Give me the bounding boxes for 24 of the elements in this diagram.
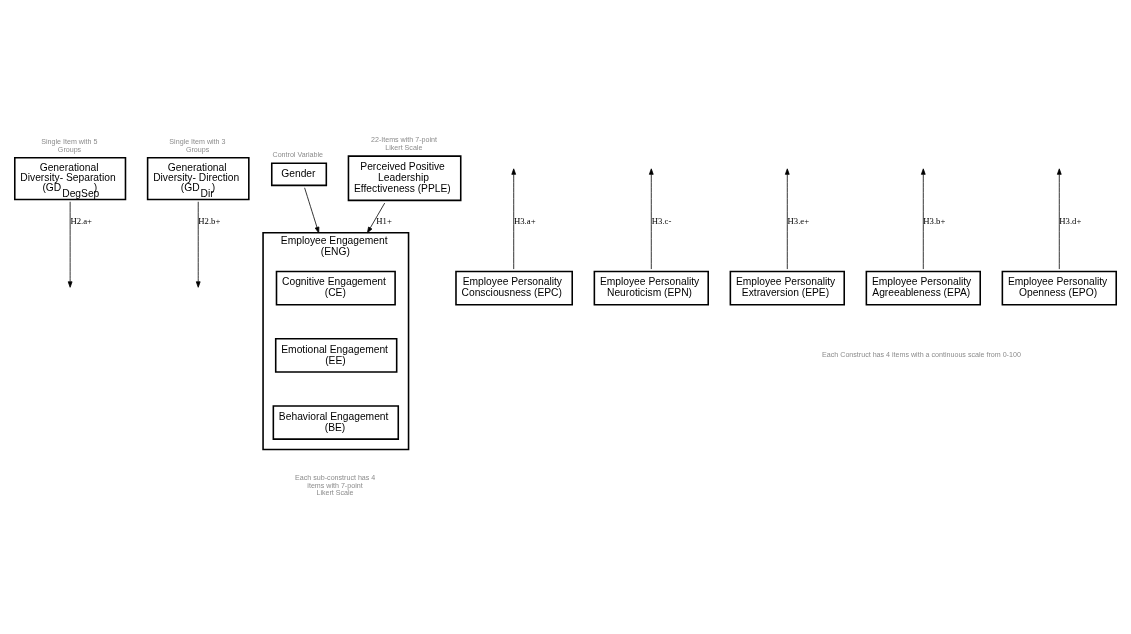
- node-box: Emotional Engagement (EE): [274, 337, 398, 373]
- node-box: Perceived Positive Leadership Effectiveness (PPLE): [347, 155, 462, 202]
- node-box: Employee Personality Neuroticism (EPN): [593, 270, 709, 306]
- node-box: Employee Personality Consciousness (EPC): [455, 270, 573, 306]
- arrow: [1056, 168, 1062, 270]
- node-box: Employee Personality Openness (EPO): [1001, 270, 1117, 306]
- edge-label: H2.a+: [70, 215, 92, 226]
- node-box: Cognitive Engagement (CE): [275, 270, 396, 306]
- arrow: [195, 201, 201, 288]
- arrow: [304, 187, 320, 234]
- edge-label: H1+: [376, 215, 392, 226]
- arrow: [367, 202, 386, 234]
- arrow: [511, 168, 517, 270]
- node-box: Employee Personality Agreeableness (EPA): [865, 270, 981, 306]
- node-box: Employee Personality Extraversion (EPE): [729, 270, 845, 306]
- edge-label: H3.c-: [651, 215, 672, 226]
- node-box: Gender: [270, 162, 328, 187]
- arrow: [648, 168, 654, 270]
- edge-label: H3.a+: [514, 215, 536, 226]
- node-box: Behavioral Engagement (BE): [272, 405, 400, 440]
- edge-label: H3.e+: [787, 215, 810, 226]
- arrow: [67, 201, 73, 288]
- arrow: [920, 168, 926, 270]
- arrow: [784, 168, 790, 270]
